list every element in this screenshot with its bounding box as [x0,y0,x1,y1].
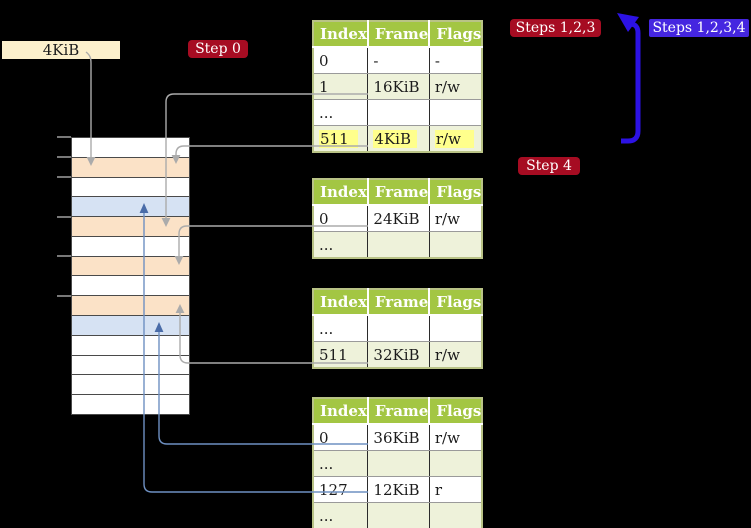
column-header-index: Index [313,21,369,48]
cell-frame: 4KiB [367,125,430,152]
cell-flags [429,99,483,126]
table-header-row: Index Frame Flags [313,179,483,206]
cell-index: ... [313,450,369,477]
cell-flags [429,231,483,258]
badge-steps-1-2-3: Steps 1,2,3 [510,19,601,37]
cell-frame: - [367,47,430,74]
table-row: ... [313,231,483,258]
cell-frame [367,231,430,258]
column-header-flags: Flags [429,179,483,206]
badge-step-0: Step 0 [188,40,248,58]
table-row: 0 - - [313,47,483,74]
cell-frame [367,315,430,342]
table-row-highlighted: 511 4KiB r/w [313,125,483,152]
badge-steps-1-2-3-4: Steps 1,2,3,4 [649,19,749,37]
cell-frame [367,450,430,477]
cell-frame: 36KiB [367,424,430,451]
memory-tick [57,216,71,218]
page-table-top-level: Index Frame Flags 0 - - 1 16KiB r/w ... … [312,20,484,153]
memory-tick [57,136,71,138]
cell-index: 511 [313,341,369,368]
cell-flags: r/w [429,424,483,451]
table-row: 0 36KiB r/w [313,424,483,451]
cell-index: 127 [313,476,369,503]
cell-flags: r [429,476,483,503]
page-table-fourth: Index Frame Flags 0 36KiB r/w ... 127 12… [312,397,484,528]
memory-tick [57,295,71,297]
physical-memory-column [71,137,190,415]
highlight: 4KiB [373,129,417,148]
cell-index: ... [313,231,369,258]
memory-row-blue [72,196,189,217]
table-header-row: Index Frame Flags [313,21,483,48]
table-header-row: Index Frame Flags [313,398,483,425]
cell-frame: 32KiB [367,341,430,368]
highlight: r/w [434,129,474,148]
table-row: ... [313,450,483,477]
cell-index: 511 [313,125,369,152]
cell-index: 0 [313,205,369,232]
cell-flags [429,450,483,477]
memory-row-white [72,176,189,197]
table-header-row: Index Frame Flags [313,289,483,316]
table-row: ... [313,99,483,126]
column-header-flags: Flags [429,21,483,48]
memory-row-white [72,138,189,157]
column-header-flags: Flags [429,398,483,425]
memory-row-orange [72,295,189,316]
cell-frame [367,502,430,528]
memory-tick [57,255,71,257]
table-row: 127 12KiB r [313,476,483,503]
cell-frame: 12KiB [367,476,430,503]
table-row: ... [313,502,483,528]
memory-tick [57,156,71,158]
arrow-steps-loop [617,13,641,144]
cell-flags: r/w [429,341,483,368]
table-row: ... [313,315,483,342]
cell-index: ... [313,315,369,342]
column-header-flags: Flags [429,289,483,316]
cell-frame: 16KiB [367,73,430,100]
highlight: 511 [319,129,358,148]
cell-frame: 24KiB [367,205,430,232]
cell-flags: r/w [429,125,483,152]
column-header-frame: Frame [367,289,431,316]
cell-frame [367,99,430,126]
badge-step-4: Step 4 [518,157,580,175]
column-header-index: Index [313,289,369,316]
memory-row-white [72,354,189,375]
table-row: 511 32KiB r/w [313,341,483,368]
memory-row-orange [72,156,189,177]
memory-row-white [72,394,189,414]
cell-flags: - [429,47,483,74]
memory-row-white [72,275,189,296]
memory-row-blue [72,315,189,335]
memory-row-orange [72,216,189,236]
column-header-index: Index [313,179,369,206]
memory-tick [57,176,71,178]
memory-row-white [72,235,189,256]
memory-row-white [72,334,189,355]
cell-flags [429,315,483,342]
cell-index: 1 [313,73,369,100]
column-header-frame: Frame [367,21,431,48]
cell-index: 0 [313,424,369,451]
memory-row-orange [72,255,189,276]
table-row: 1 16KiB r/w [313,73,483,100]
memory-row-white [72,374,189,395]
cell-flags: r/w [429,205,483,232]
page-table-third: Index Frame Flags ... 511 32KiB r/w [312,288,484,369]
cell-index: ... [313,99,369,126]
column-header-frame: Frame [367,398,431,425]
column-header-frame: Frame [367,179,431,206]
cell-index: ... [313,502,369,528]
table-row: 0 24KiB r/w [313,205,483,232]
column-header-index: Index [313,398,369,425]
frame-size-label: 4KiB [2,41,120,59]
cell-flags [429,502,483,528]
page-table-second: Index Frame Flags 0 24KiB r/w ... [312,178,484,259]
cell-flags: r/w [429,73,483,100]
cell-index: 0 [313,47,369,74]
